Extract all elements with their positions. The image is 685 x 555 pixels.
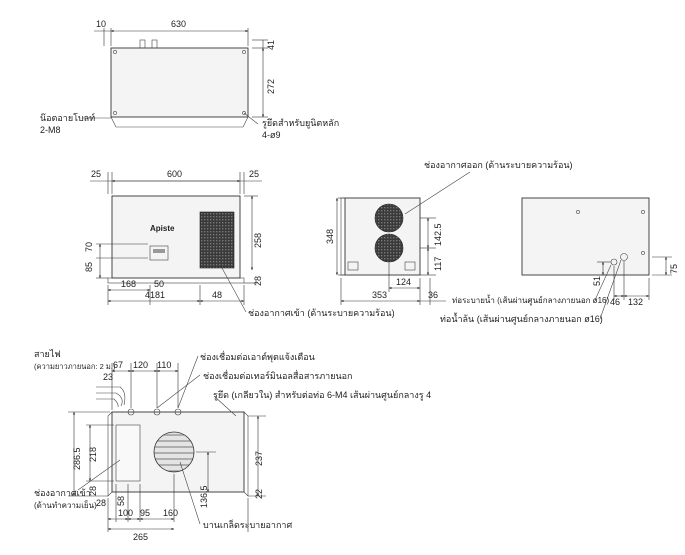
dim-95: 95 — [140, 508, 150, 518]
dim-4181: 4181 — [145, 290, 165, 300]
power-cable — [96, 398, 119, 408]
dim-75: 75 — [669, 264, 679, 274]
dim-36: 36 — [428, 290, 438, 300]
mount-hole — [113, 111, 117, 115]
drain-tube-port — [620, 253, 628, 261]
dim-100: 100 — [118, 508, 133, 518]
mount-hole — [242, 111, 246, 115]
control-panel — [149, 245, 169, 261]
dim-142-5: 142.5 — [433, 223, 443, 246]
front-view: Apiste 25 600 25 85 70 258 28 168 50 418… — [84, 169, 395, 318]
eye-bolt-left — [139, 39, 146, 49]
side-view: ช่องอากาศออก (ด้านระบายความร้อน) 348 142… — [325, 160, 573, 305]
dim-272: 272 — [266, 79, 276, 94]
screw-hole — [641, 210, 645, 214]
dim-70: 70 — [84, 242, 94, 252]
dim-218: 218 — [88, 447, 98, 462]
dim-110: 110 — [157, 360, 171, 370]
dim-168: 168 — [121, 279, 136, 289]
dim-41: 41 — [266, 40, 276, 50]
label-mount-screw: รูยึดสำหรับยูนิตหลัก — [262, 118, 339, 129]
dim-353: 353 — [372, 290, 387, 300]
label-alarm-output: ช่องเชื่อมต่อเอาต์พุตแจ้งเตือน — [200, 350, 315, 363]
label-screw-m4: รูยึด (เกลียวใน) สำหรับต่อท่อ 6-M4 เส้นผ… — [213, 389, 431, 401]
eye-bolt-right — [151, 39, 158, 49]
dim-160: 160 — [163, 508, 178, 518]
label-anchor-bolt: น๊อตอายโบลท์ — [40, 112, 95, 123]
connector-port — [127, 408, 135, 416]
dim-22: 22 — [254, 489, 264, 499]
dim-265: 265 — [133, 532, 148, 542]
side-foot — [404, 261, 416, 271]
dim-117: 117 — [433, 257, 443, 271]
dim-124: 124 — [396, 277, 411, 287]
dim-28: 28 — [253, 276, 263, 286]
dim-630: 630 — [171, 19, 186, 29]
top-view-body — [110, 47, 249, 118]
dim-237: 237 — [254, 451, 264, 466]
top-view: 10 630 41 272 น๊อตอายโบลท์ 2-M8 รูยึดสำห… — [40, 19, 339, 140]
dim-28-left: 28 — [88, 486, 98, 496]
dim-600: 600 — [167, 169, 182, 179]
connector-port — [174, 408, 182, 416]
dim-10: 10 — [96, 19, 106, 29]
dim-120: 120 — [133, 360, 148, 370]
exhaust-fan-upper — [374, 203, 404, 233]
brand-logo: Apiste — [150, 224, 175, 233]
back-view: สายไฟ (ความยาวภายนอก: 2 ม.) 23 67 120 11… — [34, 349, 431, 542]
power-cable — [96, 392, 123, 407]
label-exhaust-vent: บานเกล็ดระบายอากาศ — [203, 518, 292, 530]
dim-58: 58 — [116, 496, 126, 506]
dim-85: 85 — [84, 262, 94, 272]
connector-port — [153, 408, 161, 416]
back-view-frame — [107, 411, 249, 497]
dim-348: 348 — [325, 229, 335, 244]
side-foot — [347, 261, 359, 271]
right-view-body — [521, 197, 650, 276]
label-power-cable: สายไฟ — [34, 349, 61, 359]
front-view-base — [107, 277, 245, 284]
mount-hole — [113, 50, 117, 54]
control-panel-display — [153, 249, 165, 253]
dim-48: 48 — [212, 290, 222, 300]
dim-67: 67 — [113, 360, 123, 370]
label-anchor-bolt-spec: 2-M8 — [40, 125, 61, 135]
label-air-inlet-note: (ด้านทำความเย็น) — [34, 500, 97, 510]
label-mount-screw-spec: 4-ø9 — [262, 130, 281, 140]
label-drain-tube: ท่อน้ำล้น (เส้นผ่านศูนย์กลางภายนอก ø16) — [440, 312, 603, 325]
label-air-inlet: ช่องอากาศเข้า — [34, 488, 91, 498]
dim-50: 50 — [154, 279, 164, 289]
label-external-thermistor: ช่องเชื่อมต่อเทอร์มินอลสื่อสารภายนอก — [203, 369, 352, 381]
dim-136-5: 136.5 — [199, 485, 209, 508]
exhaust-vent-fan — [153, 431, 195, 473]
dim-46: 46 — [610, 297, 620, 307]
dim-25-right: 25 — [249, 169, 259, 179]
front-intake-grille — [199, 211, 235, 269]
top-view-rim — [110, 116, 249, 128]
power-cable — [96, 386, 126, 406]
dim-51: 51 — [592, 276, 602, 286]
right-view: 75 51 46 132 ท่อระบายน้ำ (เส้นผ่านศูนย์ก… — [440, 197, 679, 325]
mount-hole — [242, 50, 246, 54]
exhaust-fan-lower — [374, 233, 404, 263]
dim-132: 132 — [628, 297, 643, 307]
label-air-outlet: ช่องอากาศออก (ด้านระบายความร้อน) — [424, 160, 573, 170]
back-air-inlet — [115, 424, 141, 482]
label-power-cable-note: (ความยาวภายนอก: 2 ม.) — [34, 362, 116, 371]
dim-286-5: 286.5 — [72, 447, 82, 470]
dim-258: 258 — [253, 233, 263, 248]
dim-28-bottom: 28 — [96, 498, 106, 508]
screw-hole — [576, 210, 580, 214]
dim-23: 23 — [103, 372, 113, 382]
label-drain-pipe: ท่อระบายน้ำ (เส้นผ่านศูนย์กลางภายนอก ø16… — [452, 294, 609, 306]
screw-hole — [641, 251, 645, 255]
side-view-flange — [340, 197, 346, 276]
dim-25-left: 25 — [91, 169, 101, 179]
label-air-intake-front: ช่องอากาศเข้า (ด้านระบายความร้อน) — [248, 308, 395, 318]
